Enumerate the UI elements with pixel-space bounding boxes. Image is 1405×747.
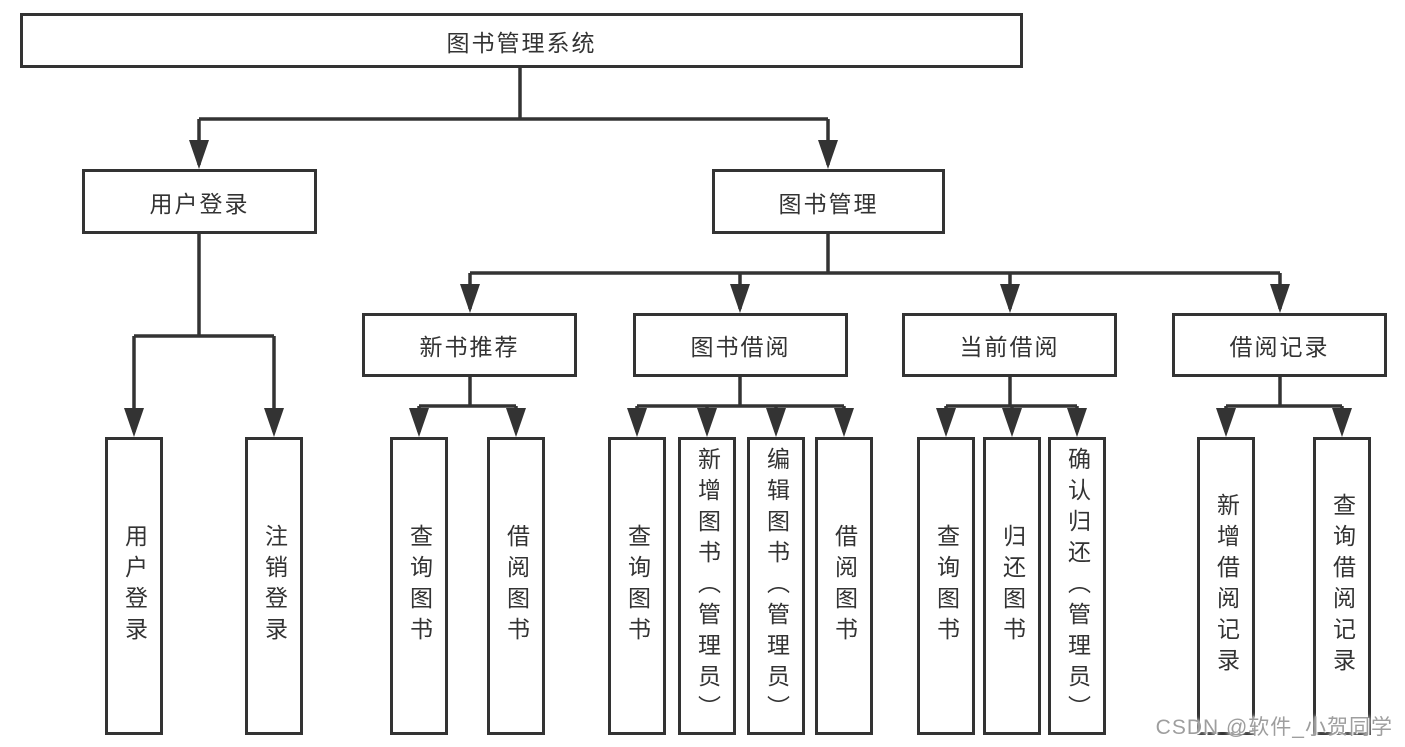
arrow-down-icon	[506, 408, 526, 437]
leaf-edit-books-admin: 编辑图书（管理员）	[747, 437, 805, 735]
arrow-down-icon	[1216, 408, 1236, 437]
leaf-add-borrow-record: 新增借阅记录	[1197, 437, 1255, 735]
arrow-down-icon	[818, 140, 838, 169]
node-label: 新书推荐	[419, 334, 520, 360]
leaf-query-books: 查询图书	[608, 437, 666, 735]
leaf-borrow-books: 借阅图书	[815, 437, 873, 735]
leaf-label: 新增借阅记录	[1213, 493, 1240, 679]
leaf-borrow-books: 借阅图书	[487, 437, 545, 735]
arrow-down-icon	[124, 408, 144, 437]
node-new-book-recommendation: 新书推荐	[362, 313, 577, 377]
leaf-label: 确认归还（管理员）	[1064, 446, 1091, 726]
arrow-down-icon	[1332, 408, 1352, 437]
node-current-borrowing: 当前借阅	[902, 313, 1117, 377]
leaf-label: 查询图书	[406, 524, 433, 648]
leaf-user-login: 用户登录	[105, 437, 163, 735]
node-label: 借阅记录	[1229, 334, 1330, 360]
leaf-return-books: 归还图书	[983, 437, 1041, 735]
arrow-down-icon	[189, 140, 209, 169]
leaf-add-books-admin: 新增图书（管理员）	[678, 437, 736, 735]
node-label: 图书管理系统	[446, 29, 597, 56]
leaf-label: 查询借阅记录	[1329, 493, 1356, 679]
connector-borrow-records-to-leaves	[1216, 377, 1352, 437]
leaf-label: 借阅图书	[831, 524, 858, 648]
node-borrowing-records: 借阅记录	[1172, 313, 1387, 377]
arrow-down-icon	[1270, 284, 1290, 313]
arrow-down-icon	[409, 408, 429, 437]
connector-current-borrow-to-leaves	[936, 377, 1087, 437]
leaf-query-borrow-record: 查询借阅记录	[1313, 437, 1371, 735]
leaf-confirm-return-admin: 确认归还（管理员）	[1048, 437, 1106, 735]
connector-book-mgmt-to-level3	[460, 233, 1290, 313]
node-user-login: 用户登录	[82, 169, 317, 234]
leaf-label: 查询图书	[933, 524, 960, 648]
leaf-label: 用户登录	[121, 524, 148, 648]
connector-user-login-to-leaves	[124, 234, 284, 437]
leaf-label: 新增图书（管理员）	[694, 446, 721, 726]
connector-new-book-rec-to-leaves	[409, 377, 526, 437]
node-label: 图书管理	[778, 190, 879, 217]
node-label: 图书借阅	[690, 334, 791, 360]
arrow-down-icon	[1002, 408, 1022, 437]
arrow-down-icon	[627, 408, 647, 437]
connector-book-borrow-to-leaves	[627, 377, 854, 437]
leaf-logout: 注销登录	[245, 437, 303, 735]
connector-root-to-level2	[189, 68, 838, 169]
node-label: 用户登录	[149, 190, 250, 217]
node-library-management-system: 图书管理系统	[20, 13, 1023, 68]
node-book-management: 图书管理	[712, 169, 945, 234]
arrow-down-icon	[697, 408, 717, 437]
arrow-down-icon	[1000, 284, 1020, 313]
leaf-query-books: 查询图书	[390, 437, 448, 735]
arrow-down-icon	[460, 284, 480, 313]
leaf-label: 编辑图书（管理员）	[763, 446, 790, 726]
csdn-watermark: CSDN @软件_小贺同学	[1155, 716, 1393, 739]
leaf-label: 借阅图书	[503, 524, 530, 648]
node-book-borrowing: 图书借阅	[633, 313, 848, 377]
leaf-label: 查询图书	[624, 524, 651, 648]
arrow-down-icon	[766, 408, 786, 437]
leaf-query-books: 查询图书	[917, 437, 975, 735]
arrow-down-icon	[1067, 408, 1087, 437]
arrow-down-icon	[834, 408, 854, 437]
arrow-down-icon	[264, 408, 284, 437]
arrow-down-icon	[936, 408, 956, 437]
node-label: 当前借阅	[959, 334, 1060, 360]
leaf-label: 注销登录	[261, 524, 288, 648]
leaf-label: 归还图书	[999, 524, 1026, 648]
arrow-down-icon	[730, 284, 750, 313]
